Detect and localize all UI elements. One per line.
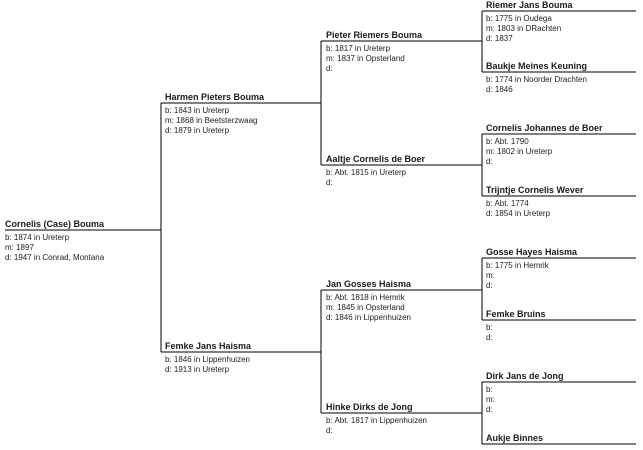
person-detail: m: 1868 in Beetsterzwaag <box>165 116 258 125</box>
person-name[interactable]: Dirk Jans de Jong <box>486 371 564 381</box>
person-name[interactable]: Jan Gosses Haisma <box>326 279 412 289</box>
person-detail: d: 1879 in Ureterp <box>165 126 230 135</box>
person-name[interactable]: Femke Jans Haisma <box>165 341 252 351</box>
person-detail: d: 1846 <box>486 85 513 94</box>
person-detail: b: Abt. 1815 in Ureterp <box>326 168 407 177</box>
person-detail: b: Abt. 1818 in Hemrik <box>326 293 405 302</box>
person-detail: d: 1846 in Lippenhuizen <box>326 313 411 322</box>
person-name[interactable]: Pieter Riemers Bouma <box>326 30 423 40</box>
person-detail: b: 1774 in Noorder Drachten <box>486 75 587 84</box>
person-detail: b: Abt. 1817 in Lippenhuizen <box>326 416 427 425</box>
person-detail: m: 1802 in Ureterp <box>486 147 553 156</box>
person-detail: d: <box>486 333 493 342</box>
person-name[interactable]: Femke Bruins <box>486 309 546 319</box>
person-detail: b: Abt. 1790 <box>486 137 529 146</box>
person-detail: d: <box>486 281 493 290</box>
person-detail: d: 1854 in Ureterp <box>486 209 551 218</box>
person-name[interactable]: Hinke Dirks de Jong <box>326 402 413 412</box>
person-detail: b: 1846 in Lippenhuizen <box>165 355 250 364</box>
person-detail: m: 1845 in Opsterland <box>326 303 405 312</box>
person-name[interactable]: Harmen Pieters Bouma <box>165 92 265 102</box>
person-name[interactable]: Trijntje Cornelis Wever <box>486 185 584 195</box>
person-name[interactable]: Cornelis (Case) Bouma <box>5 219 105 229</box>
person-name[interactable]: Baukje Meines Keuning <box>486 61 588 71</box>
person-name[interactable]: Aaltje Cornelis de Boer <box>326 154 426 164</box>
person-detail: m: <box>486 271 495 280</box>
person-detail: b: <box>486 323 493 332</box>
person-detail: b: 1843 in Ureterp <box>165 106 230 115</box>
person-detail: d: <box>486 405 493 414</box>
person-name[interactable]: Gosse Hayes Haisma <box>486 247 578 257</box>
person-detail: m: 1897 <box>5 243 34 252</box>
person-detail: m: 1803 in DRachten <box>486 24 562 33</box>
person-detail: b: Abt. 1774 <box>486 199 529 208</box>
person-detail: d: <box>326 426 333 435</box>
person-detail: d: 1947 in Conrad, Montana <box>5 253 105 262</box>
person-detail: d: <box>486 157 493 166</box>
person-name[interactable]: Riemer Jans Bouma <box>486 0 573 10</box>
person-detail: b: <box>486 385 493 394</box>
person-detail: d: <box>326 64 333 73</box>
person-detail: d: 1913 in Ureterp <box>165 365 230 374</box>
person-detail: m: 1837 in Opsterland <box>326 54 405 63</box>
person-detail: b: 1817 in Ureterp <box>326 44 391 53</box>
person-detail: d: 1837 <box>486 34 513 43</box>
person-detail: b: 1775 in Hemrik <box>486 261 549 270</box>
person-detail: b: 1874 in Ureterp <box>5 233 70 242</box>
person-name[interactable]: Aukje Binnes <box>486 433 544 443</box>
person-detail: b: 1775 in Oudega <box>486 14 552 23</box>
person-name[interactable]: Cornelis Johannes de Boer <box>486 123 603 133</box>
person-detail: m: <box>486 395 495 404</box>
person-detail: d: <box>326 178 333 187</box>
